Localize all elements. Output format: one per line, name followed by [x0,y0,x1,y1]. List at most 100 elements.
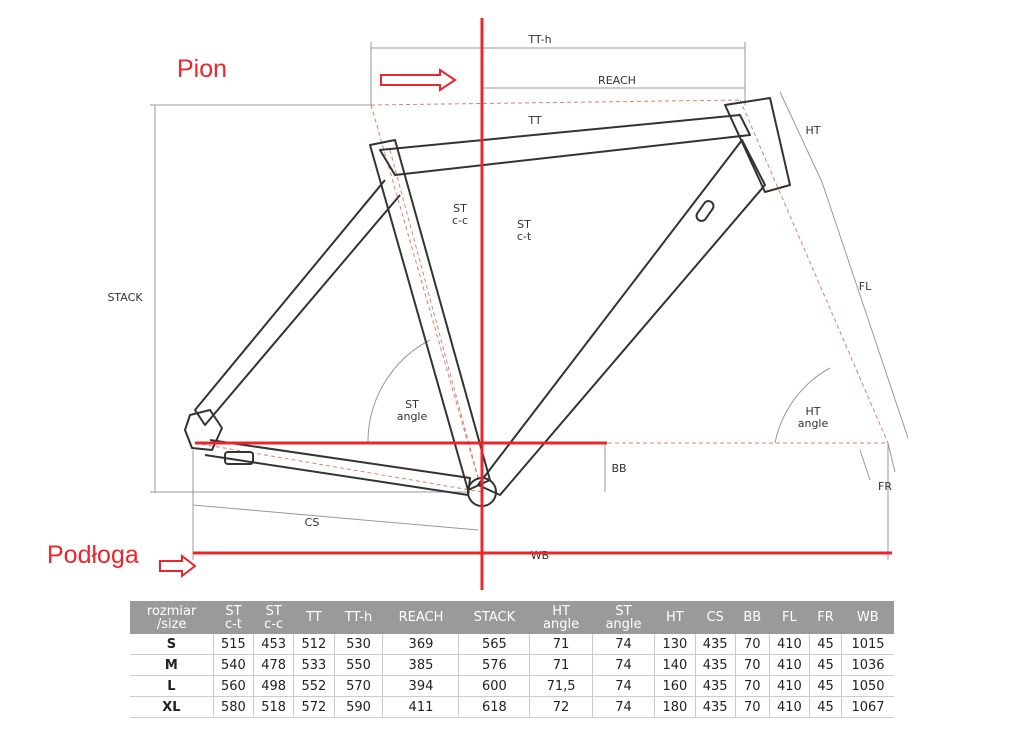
column-header: FR [809,601,842,634]
column-header-line: ST [265,603,282,619]
column-header: REACH [382,601,459,634]
column-header: TT-h [334,601,383,634]
table-cell: 410 [768,675,810,697]
label-tt-h: TT-h [527,33,551,46]
table-cell: 1036 [841,654,894,676]
table-cell: 540 [212,654,254,676]
label-ht: HT [806,124,821,137]
label-fl: FL [859,280,872,293]
table-cell: 410 [768,696,810,718]
table-cell: 1015 [841,634,894,655]
table-cell: 550 [333,654,383,676]
table-cell: 453 [253,634,294,655]
table-cell: 70 [734,675,770,697]
table-cell: 385 [382,654,459,676]
table-cell: 435 [694,696,736,718]
table-cell: 435 [694,634,736,655]
floor-annotation: Podłoga [47,541,139,569]
table-cell: 74 [591,634,655,655]
label-st-angle-sub: angle [397,410,428,423]
label-ht-angle: HT [806,405,821,418]
table-cell: 70 [734,696,770,718]
table-cell: 70 [734,654,770,676]
column-header-line: HT [666,610,684,625]
frame-geometry-diagram: TT-h REACH TT HT ST c-c ST c-t STACK FL … [47,18,909,590]
table-cell: 552 [293,675,335,697]
table-cell: 572 [293,696,335,718]
column-header-line: REACH [398,610,444,625]
column-header-line: HT [552,603,570,619]
column-header-line: TT-h [344,610,373,625]
table-cell: 394 [382,675,459,697]
column-header-subline: c-t [224,616,242,632]
size-cell: M [130,654,214,676]
column-header-subline: angle [543,616,580,632]
size-cell: S [130,634,214,655]
column-header-line: STACK [473,610,516,625]
label-bb: BB [611,462,626,475]
label-st-ct-sub: c-t [517,230,532,243]
column-header-line: rozmiar [146,603,197,619]
size-cell: L [130,675,214,697]
bicycle-frame [184,97,791,507]
arrow-right-icon [380,68,457,92]
table-cell: 565 [458,634,530,655]
column-header: HT [654,601,695,634]
column-header: CS [695,601,736,634]
table-cell: 180 [654,696,695,718]
table-cell: 533 [293,654,335,676]
table-cell: 512 [293,634,335,655]
table-cell: 435 [694,654,736,676]
table-cell: 410 [768,634,810,655]
column-header-line: CS [706,610,724,625]
table-cell: 45 [809,654,842,676]
table-cell: 435 [694,675,736,697]
column-header-subline: angle [605,616,642,632]
table-cell: 498 [253,675,294,697]
column-header-line: BB [743,610,762,625]
dimension-lines [150,42,909,560]
table-cell: 530 [333,634,383,655]
label-st-ct: ST [517,218,531,231]
table-cell: 71,5 [529,675,593,697]
size-cell: XL [130,696,214,718]
column-header: WB [841,601,894,634]
label-st-cc-sub: c-c [452,214,468,227]
label-reach: REACH [598,74,636,87]
table-cell: 45 [809,634,842,655]
arrow-right-icon [159,553,197,579]
column-header-line: WB [856,610,879,625]
table-cell: 130 [654,634,695,655]
column-header-line: FL [782,610,797,625]
table-cell: 74 [591,675,655,697]
table-cell: 411 [382,696,459,718]
column-header: rozmiar/size [130,601,214,634]
column-header: FL [769,601,810,634]
column-header-line: ST [615,603,632,619]
column-header-subline: /size [156,616,187,632]
label-cs: CS [305,516,320,529]
column-header-line: TT [306,610,322,625]
table-cell: 1067 [841,696,894,718]
label-tt: TT [527,114,542,127]
table-cell: 45 [809,675,842,697]
table-cell: 140 [654,654,695,676]
column-header-line: ST [225,603,242,619]
table-cell: 45 [809,696,842,718]
column-header: TT [293,601,335,634]
table-cell: 600 [458,675,530,697]
column-header-line: FR [817,610,834,625]
table-cell: 160 [654,675,695,697]
red-annotations: Pion Podłoga [47,18,892,590]
label-wb: WB [531,549,549,562]
label-fr: FR [878,480,892,493]
table-cell: 576 [458,654,530,676]
table-cell: 618 [458,696,530,718]
table-cell: 518 [253,696,294,718]
